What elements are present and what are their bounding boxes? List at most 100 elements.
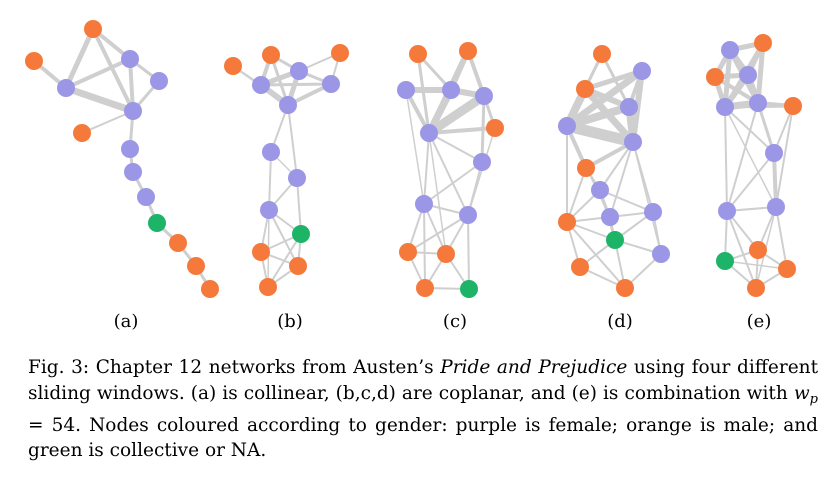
network-d-node-female xyxy=(644,203,662,221)
network-d-node-male xyxy=(593,45,611,63)
network-c-edge xyxy=(467,214,470,290)
network-c-edge xyxy=(423,203,426,289)
network-figure xyxy=(25,20,802,298)
network-b-node-male xyxy=(252,243,270,261)
figure-caption: Fig. 3: Chapter 12 networks from Austen’… xyxy=(28,355,818,464)
nodes-layer xyxy=(25,20,802,298)
network-d-edge xyxy=(599,189,654,213)
network-e-edge xyxy=(775,105,794,208)
network-c-node-female xyxy=(420,124,438,142)
network-d-edge xyxy=(632,141,662,255)
panel-label-c: (c) xyxy=(442,311,468,332)
network-c-node-collective xyxy=(460,280,478,298)
network-d-edge xyxy=(566,167,587,223)
network-c-node-female xyxy=(459,206,477,224)
panel-label-e: (e) xyxy=(746,311,772,332)
network-a-node-male xyxy=(84,20,102,38)
network-d-node-female xyxy=(558,117,576,135)
network-c-edge xyxy=(416,52,431,135)
network-e-edge xyxy=(724,106,777,208)
network-c-node-male xyxy=(409,45,427,63)
network-c-edge xyxy=(424,91,489,138)
network-e-node-female xyxy=(721,41,739,59)
network-b-edge xyxy=(268,151,272,211)
network-a-node-female xyxy=(137,188,155,206)
network-b-edge xyxy=(296,177,302,235)
network-e-node-female xyxy=(767,198,785,216)
network-d-node-female xyxy=(624,133,642,151)
network-d-node-male xyxy=(571,258,589,276)
network-e-edge xyxy=(755,40,766,106)
network-b-node-female xyxy=(252,76,270,94)
network-b-node-male xyxy=(331,44,349,62)
network-d-node-collective xyxy=(606,231,624,249)
network-c-node-male xyxy=(416,279,434,297)
network-e-node-male xyxy=(778,260,796,278)
network-b-node-male xyxy=(262,46,280,64)
network-e-edge xyxy=(724,106,728,212)
network-d-edge xyxy=(561,120,639,148)
network-a-node-collective xyxy=(148,214,166,232)
network-c-edge xyxy=(428,132,483,163)
caption-math-w: w xyxy=(793,382,810,404)
network-c-node-male xyxy=(399,243,417,261)
caption-suffix: . Nodes coloured according to gender: pu… xyxy=(28,414,818,462)
network-a-node-male xyxy=(25,52,43,70)
caption-prefix: Fig. 3: Chapter 12 networks from Austen’… xyxy=(28,357,441,378)
network-e-node-female xyxy=(765,144,783,162)
caption-middle: using four different sliding windows. (a… xyxy=(28,357,818,404)
network-c-edge xyxy=(423,203,447,255)
network-c-edge xyxy=(428,132,469,216)
network-e-node-male xyxy=(706,68,724,86)
network-d-node-female xyxy=(620,98,638,116)
network-a-edge xyxy=(64,57,132,90)
caption-math-p: p xyxy=(809,392,818,408)
network-c-edge xyxy=(423,161,483,205)
network-a-node-male xyxy=(187,257,205,275)
network-b-node-male xyxy=(289,257,307,275)
network-e-edge xyxy=(772,151,778,209)
network-c-edge xyxy=(467,127,496,216)
network-a-node-female xyxy=(121,140,139,158)
network-e-node-male xyxy=(747,279,765,297)
network-c-node-female xyxy=(415,195,433,213)
network-c-node-female xyxy=(475,87,493,105)
network-d-node-female xyxy=(652,245,670,263)
network-e-node-male xyxy=(784,97,802,115)
network-c-node-male xyxy=(459,42,477,60)
network-a-edge xyxy=(91,27,135,113)
network-c-node-male xyxy=(486,119,504,137)
network-a-node-female xyxy=(124,163,142,181)
network-d-node-male xyxy=(616,279,634,297)
panel-label-a: (a) xyxy=(113,311,139,332)
network-a-edge xyxy=(63,26,96,91)
network-b-node-female xyxy=(288,169,306,187)
network-e-edge xyxy=(726,102,759,212)
network-a-node-male xyxy=(201,280,219,298)
network-a-edge xyxy=(62,84,137,115)
network-e-edge xyxy=(726,210,757,289)
network-e-node-female xyxy=(739,66,757,84)
network-d-edge xyxy=(609,141,634,218)
network-e-edge xyxy=(726,152,775,212)
network-b-node-male xyxy=(259,278,277,296)
network-c-edge xyxy=(423,132,430,205)
network-b-node-collective xyxy=(292,225,310,243)
network-b-edge xyxy=(287,104,298,179)
network-e-edge xyxy=(724,260,788,270)
network-a-node-female xyxy=(121,50,139,68)
network-d-node-female xyxy=(633,62,651,80)
network-e-node-male xyxy=(749,241,767,259)
network-c-edge xyxy=(428,132,447,255)
network-c-node-male xyxy=(437,245,455,263)
network-e-node-collective xyxy=(716,252,734,270)
network-b-edge xyxy=(268,209,299,267)
network-d-node-female xyxy=(601,208,619,226)
network-d-node-male xyxy=(558,213,576,231)
network-b-node-female xyxy=(260,201,278,219)
network-b-node-female xyxy=(290,62,308,80)
network-b-node-male xyxy=(224,57,242,75)
network-e-node-female xyxy=(749,94,767,112)
network-a-node-female xyxy=(150,72,168,90)
network-a-node-female xyxy=(124,102,142,120)
